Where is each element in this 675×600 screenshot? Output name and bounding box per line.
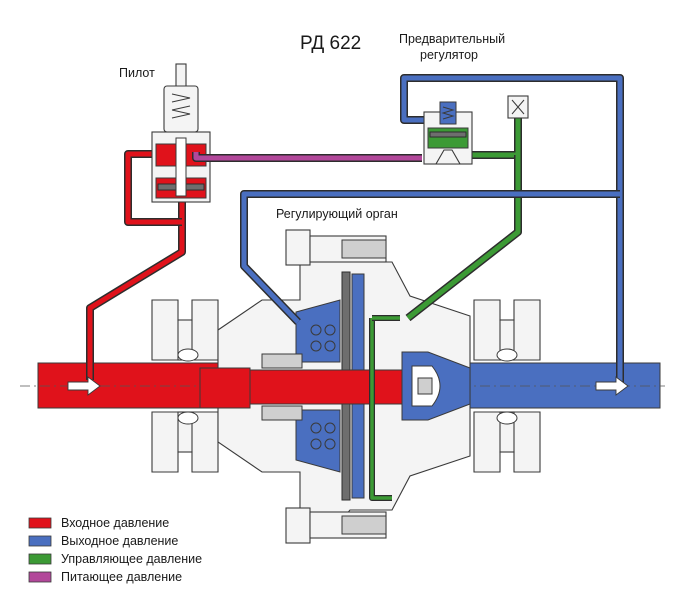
throttle-valve [507, 95, 529, 119]
valve-seat [401, 351, 471, 421]
inlet-core [199, 353, 403, 421]
pilot-assembly [151, 63, 211, 203]
control-pressure-lines [369, 118, 522, 501]
legend-swatch-supply [28, 571, 52, 583]
legend-label: Управляющее давление [61, 552, 202, 566]
legend-swatch-control [28, 553, 52, 565]
legend: Входное давление Выходное давление Управ… [28, 516, 202, 584]
outlet-pressure-lines [240, 74, 624, 386]
diagram-title: РД 622 [300, 33, 361, 54]
legend-item: Управляющее давление [28, 552, 202, 566]
legend-label: Выходное давление [61, 534, 178, 548]
legend-label: Питающее давление [61, 570, 182, 584]
inlet-flow-arrow [67, 376, 101, 396]
outlet-flanges [473, 299, 541, 473]
pre-regulator-label-line1: Предварительный [399, 32, 505, 46]
supply-pressure-line [192, 152, 422, 162]
pre-regulator-assembly [423, 101, 473, 165]
pre-regulator-label-line2: регулятор [420, 48, 478, 62]
inlet-pressure-line [86, 150, 186, 380]
legend-swatch-inlet [28, 517, 52, 529]
legend-swatch-outlet [28, 535, 52, 547]
pilot-label: Пилот [119, 66, 155, 80]
legend-item: Выходное давление [28, 534, 178, 548]
regulating-element-label: Регулирующий орган [276, 207, 398, 221]
outlet-flow-arrow [595, 376, 629, 396]
legend-item: Питающее давление [28, 570, 182, 584]
outlet-pipe [469, 362, 661, 409]
legend-item: Входное давление [28, 516, 169, 530]
legend-label: Входное давление [61, 516, 169, 530]
flow-arrows [67, 376, 629, 396]
